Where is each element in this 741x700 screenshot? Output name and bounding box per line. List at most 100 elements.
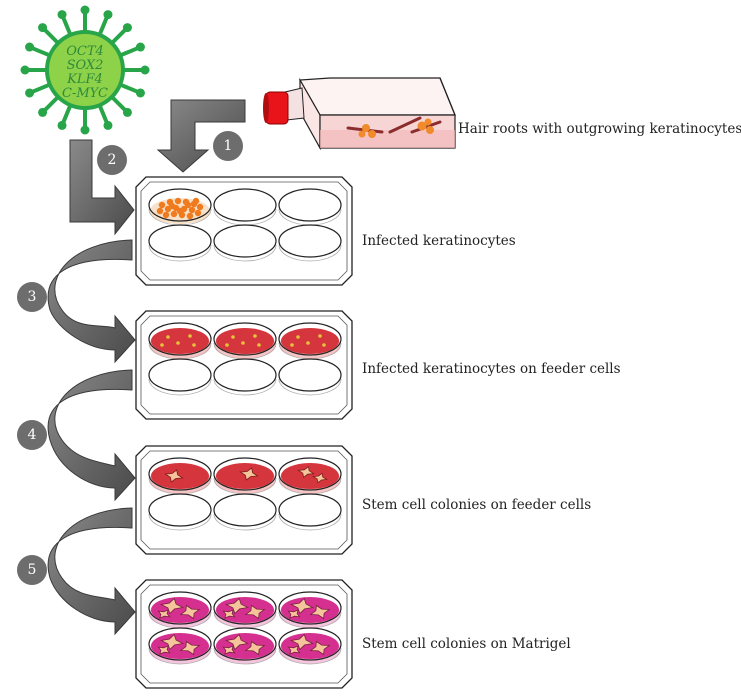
keratinocyte — [162, 211, 170, 219]
hair-root-icon — [346, 116, 442, 138]
well — [213, 322, 277, 360]
well-wall — [213, 513, 277, 531]
keratinocyte — [192, 197, 200, 205]
gene-label-cmyc: C-MYC — [62, 86, 108, 101]
virus-spike-tip — [135, 88, 145, 98]
well-wall — [278, 244, 342, 262]
matrigel-layer — [151, 633, 209, 659]
keratinocyte — [184, 201, 192, 209]
well — [148, 358, 212, 396]
virus-spike-tip — [140, 65, 150, 75]
matrigel-layer — [151, 597, 209, 623]
step-badge-5: 5 — [17, 555, 47, 585]
well — [213, 627, 277, 665]
infected-cell — [318, 334, 322, 338]
infected-cell — [241, 341, 245, 345]
well — [148, 627, 212, 665]
gene-label-sox2: SOX2 — [66, 58, 104, 73]
stem-cell-colony — [239, 467, 259, 481]
well — [148, 188, 212, 226]
well-rim — [213, 627, 277, 661]
feeder-layer — [281, 463, 339, 489]
infected-cell — [322, 343, 326, 347]
well — [148, 457, 212, 495]
well-rim — [278, 627, 342, 661]
well-rim — [278, 457, 342, 491]
infected-cell — [296, 335, 300, 339]
keratinocyte — [168, 202, 176, 210]
stem-cell-colony — [287, 645, 301, 655]
well-rim — [278, 322, 342, 356]
keratinocyte — [156, 207, 164, 215]
matrigel-layer — [281, 633, 339, 659]
well — [213, 224, 277, 262]
well-rim — [213, 457, 277, 491]
infected-cell — [188, 334, 192, 338]
plate-outline — [135, 310, 353, 420]
virus-spike-tip — [122, 23, 132, 33]
well-rim — [278, 188, 342, 222]
stem-cell-colony — [164, 469, 184, 483]
plate-inner-rim — [140, 315, 348, 415]
well-rim — [148, 358, 212, 392]
plate-outline — [135, 445, 353, 555]
stem-cell-colony — [244, 640, 266, 656]
arrow-1 — [156, 99, 246, 173]
matrigel-layer — [281, 597, 339, 623]
stem-cell-colony — [244, 604, 266, 620]
well-plate-4 — [135, 579, 353, 689]
well-rim — [278, 224, 342, 258]
well-rim — [148, 224, 212, 258]
virus-spike-tip — [38, 23, 48, 33]
stem-cell-colony — [179, 640, 201, 656]
well — [148, 591, 212, 629]
stem-cell-colony — [297, 465, 315, 479]
curved-arrow-5 — [47, 507, 136, 636]
feeder-layer — [216, 463, 274, 489]
well-rim — [148, 591, 212, 625]
infected-cell — [290, 343, 294, 347]
well-rim — [213, 224, 277, 258]
well — [278, 322, 342, 360]
keratinocyte — [186, 212, 194, 220]
well-rim — [213, 358, 277, 392]
keratinocyte — [194, 209, 202, 217]
infected-cell — [176, 341, 180, 345]
virus-spike-tip — [25, 88, 35, 98]
label-flask: Hair roots with outgrowing keratinocytes — [458, 121, 741, 137]
well-wall — [148, 378, 212, 396]
curved-arrow-4 — [47, 369, 136, 502]
infected-cell — [225, 343, 229, 347]
label-plate-2: Infected keratinocytes on feeder cells — [362, 361, 621, 377]
virus-spike-tip — [103, 10, 113, 20]
well — [278, 224, 342, 262]
virus-capsid — [45, 30, 125, 110]
stem-cell-colony — [287, 609, 301, 619]
virus-spike-tip — [135, 42, 145, 52]
well-plate-1 — [135, 176, 353, 286]
well — [278, 627, 342, 665]
well-rim — [278, 358, 342, 392]
virus-spike-tip — [103, 120, 113, 130]
well-rim — [213, 322, 277, 356]
plate-inner-rim — [140, 181, 348, 281]
keratinocyte — [174, 197, 182, 205]
well-rim — [148, 493, 212, 527]
well — [213, 591, 277, 629]
well — [213, 457, 277, 495]
keratinocyte — [170, 210, 178, 218]
feeder-layer — [281, 328, 339, 354]
stem-cell-colony — [309, 640, 331, 656]
well — [213, 493, 277, 531]
well-wall — [213, 647, 277, 665]
label-plate-1: Infected keratinocytes — [362, 233, 516, 249]
keratinocyte — [196, 203, 204, 211]
well — [148, 322, 212, 360]
well-rim — [213, 493, 277, 527]
well-rim — [278, 591, 342, 625]
well — [148, 493, 212, 531]
plate-inner-rim — [140, 450, 348, 550]
virus-spike-tip — [80, 5, 90, 15]
plate-inner-rim — [140, 584, 348, 684]
